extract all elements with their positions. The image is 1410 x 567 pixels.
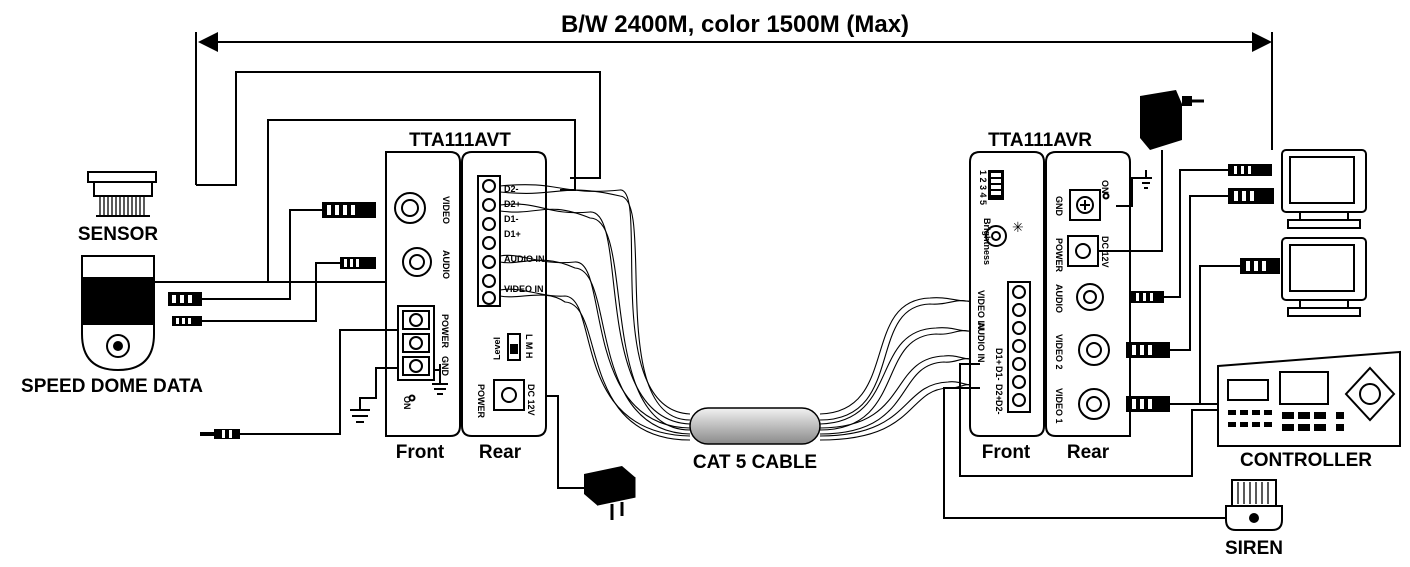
controller-label: CONTROLLER — [1240, 450, 1372, 471]
ground-symbol-rx — [1140, 170, 1152, 189]
rx-on-label: ON — [1100, 180, 1110, 194]
tx-adapter-wire — [546, 395, 584, 489]
speed-dome-label: SPEED DOME DATA — [21, 376, 203, 397]
rx-terminal-audio-in: AUDIO IN — [976, 322, 986, 363]
monitor2-video-plug — [1240, 258, 1280, 274]
power-adapter-left — [584, 466, 637, 520]
tx-audio-port-label: AUDIO — [441, 250, 451, 279]
tx-video-plug — [322, 202, 376, 218]
receiver-rear-panel: GND ON POWER DC 12V AUDIO VIDEO 2 VIDEO … — [1045, 151, 1131, 463]
ptz-controller: CONTROLLER — [1217, 350, 1401, 471]
rx-video2-label: VIDEO 2 — [1054, 334, 1064, 370]
sensor-label: SENSOR — [78, 224, 159, 245]
transmitter-rear-panel: D2- D2+ D1- D1+ AUDIO IN VIDEO IN Level … — [461, 151, 547, 463]
rx-front-label: Front — [982, 442, 1031, 463]
rx-terminal-video-in: VIDEO IN — [976, 290, 986, 330]
tx-terminal-audio-in: AUDIO IN — [504, 254, 545, 264]
transmitter-front-panel: VIDEO AUDIO POWER GND ON Front — [385, 151, 461, 463]
tx-rear-power-label: POWER — [476, 384, 486, 419]
cat5-cable: CAT 5 CABLE — [689, 407, 821, 473]
rx-terminal-d1plus: D1+ — [994, 348, 1004, 365]
control-wires — [943, 363, 1226, 519]
brightness-icon: ✳ — [1012, 219, 1024, 235]
monitor-audio-plug — [1228, 164, 1272, 176]
camera-wires — [154, 71, 601, 322]
rx-video1-label: VIDEO 1 — [1054, 388, 1064, 424]
rx-terminal-d2minus: D2- — [994, 400, 1004, 415]
rx-twisted-pairs — [819, 297, 981, 441]
camera-video-plug — [168, 292, 202, 306]
tx-terminal-video-in: VIDEO IN — [504, 284, 544, 294]
receiver-name: TTA111AVR — [988, 130, 1092, 151]
camera-audio-plug — [172, 316, 202, 326]
ground-symbol-tx — [432, 364, 448, 395]
siren-device: SIREN — [1225, 479, 1283, 559]
distance-dimension: B/W 2400M, color 1500M (Max) — [195, 11, 1273, 185]
rx-terminal-d1minus: D1- — [994, 366, 1004, 381]
monitor-2 — [1281, 237, 1367, 317]
power-adapter-right — [1140, 90, 1204, 150]
tx-audio-plug — [340, 257, 376, 269]
tx-level-label: Level — [492, 337, 502, 360]
monitor-1 — [1281, 149, 1367, 229]
tx-power-wires — [238, 329, 398, 435]
rx-audio-plug — [1130, 291, 1164, 303]
tx-level-marks: L M H — [524, 334, 534, 358]
tx-on-label: ON — [402, 396, 412, 410]
rx-output-wires — [1098, 150, 1240, 405]
rx-gnd-switch[interactable] — [1069, 189, 1101, 221]
tx-video-port-label: VIDEO — [441, 196, 451, 224]
ground-symbol-left — [350, 409, 370, 423]
rx-power-label: POWER — [1054, 238, 1064, 273]
monitor1-video-plug — [1228, 188, 1274, 204]
siren-label: SIREN — [1225, 538, 1283, 559]
rx-video1-plug — [1126, 396, 1170, 412]
speed-dome-camera: SPEED DOME DATA — [21, 255, 203, 397]
rx-gnd-label: GND — [1054, 196, 1064, 217]
distance-title: B/W 2400M, color 1500M (Max) — [561, 11, 909, 38]
tx-twisted-pairs — [499, 184, 691, 441]
tx-terminal-d1plus: D1+ — [504, 229, 521, 239]
tx-front-label: Front — [396, 442, 445, 463]
rx-brightness-label: Brightness — [982, 218, 992, 265]
rx-audio-label: AUDIO — [1054, 284, 1064, 313]
rx-terminal-d2plus: D2+ — [994, 384, 1004, 401]
rx-video2-plug — [1126, 342, 1170, 358]
receiver-front-panel: 1 2 3 4 5 ✳ Brightness VIDEO IN AUDIO IN… — [969, 151, 1045, 463]
tx-gnd-terminal-label: GND — [440, 356, 450, 377]
rx-rear-label: Rear — [1067, 442, 1110, 463]
tx-rear-label: Rear — [479, 442, 522, 463]
rx-dip-label: 1 2 3 4 5 — [978, 170, 988, 205]
sensor-device: SENSOR — [78, 171, 159, 245]
tx-terminal-d2minus: D2- — [504, 184, 519, 194]
dc-plug-left — [200, 429, 240, 439]
cable-label: CAT 5 CABLE — [693, 452, 817, 473]
transmitter-name: TTA111AVT — [409, 130, 511, 151]
tx-power-terminal-label: POWER — [440, 314, 450, 349]
tx-rear-dc-label: DC 12V — [526, 384, 536, 416]
tx-terminal-d1minus: D1- — [504, 214, 519, 224]
